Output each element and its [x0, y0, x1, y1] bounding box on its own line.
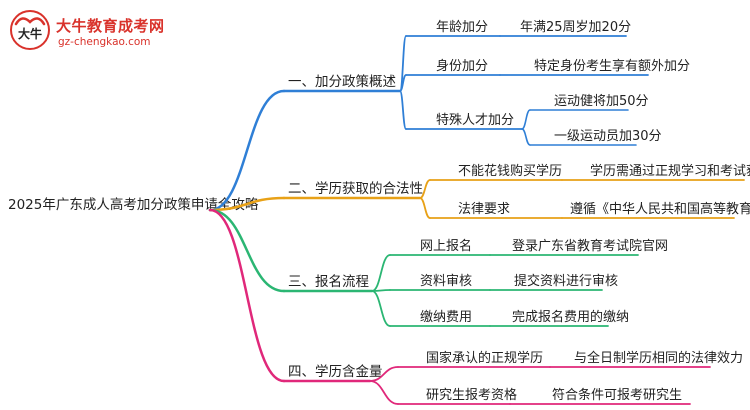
- child-node: 研究生报考资格: [426, 387, 517, 403]
- logo-url: gz-chengkao.com: [58, 36, 151, 48]
- leaf-node: 符合条件可报考研究生: [552, 387, 682, 403]
- branch-node: 三、报名流程: [288, 274, 369, 290]
- child-connector: [399, 90, 407, 130]
- child-connector: [369, 380, 399, 405]
- child-connector: [419, 197, 431, 219]
- leaf-node: 年满25周岁加20分: [520, 20, 631, 35]
- sub-node: 一级运动员加30分: [554, 129, 662, 144]
- leaf-node: 完成报名费用的缴纳: [512, 309, 629, 325]
- child-node: 不能花钱购买学历: [458, 163, 562, 179]
- child-node: 资料审核: [420, 274, 472, 289]
- branch-node: 四、学历含金量: [288, 364, 383, 380]
- logo: 大牛 大牛教育成考网 gz-chengkao.com: [8, 8, 178, 54]
- child-node: 身份加分: [436, 58, 488, 74]
- leaf-node: 提交资料进行审核: [514, 273, 618, 289]
- root-node: 2025年广东成人高考加分政策申请全攻略: [8, 196, 259, 213]
- sub-node: 运动健将加50分: [554, 94, 649, 109]
- branch-connector: [208, 208, 286, 293]
- child-node: 法律要求: [458, 202, 510, 217]
- leaf-node: 学历需通过正规学习和考试获得: [590, 163, 750, 179]
- branch-node: 二、学历获取的合法性: [288, 181, 423, 197]
- leaf-node: 登录广东省教育考试院官网: [512, 238, 668, 254]
- branch-connector: [208, 208, 286, 383]
- child-node: 国家承认的正规学历: [426, 350, 543, 366]
- bull-logo-icon: 大牛: [10, 10, 50, 50]
- branch-node: 一、加分政策概述: [288, 73, 396, 90]
- leaf-node: 与全日制学历相同的法律效力: [574, 350, 743, 366]
- child-node: 网上报名: [420, 238, 472, 254]
- child-node: 特殊人才加分: [436, 113, 514, 128]
- child-connector: [371, 289, 391, 292]
- child-node: 年龄加分: [436, 20, 488, 35]
- logo-title: 大牛教育成考网: [56, 17, 165, 35]
- sub-connector: [521, 109, 531, 130]
- branch-connector: [208, 89, 286, 212]
- sub-connector: [521, 128, 531, 146]
- leaf-node: 遵循《中华人民共和国高等教育法》: [570, 201, 750, 217]
- child-connector: [371, 254, 391, 292]
- child-node: 缴纳费用: [420, 310, 472, 325]
- leaf-node: 特定身份考生享有额外加分: [534, 58, 690, 74]
- child-connector: [371, 290, 391, 327]
- logo-mark-text: 大牛: [18, 26, 42, 41]
- branch-connector: [208, 196, 286, 212]
